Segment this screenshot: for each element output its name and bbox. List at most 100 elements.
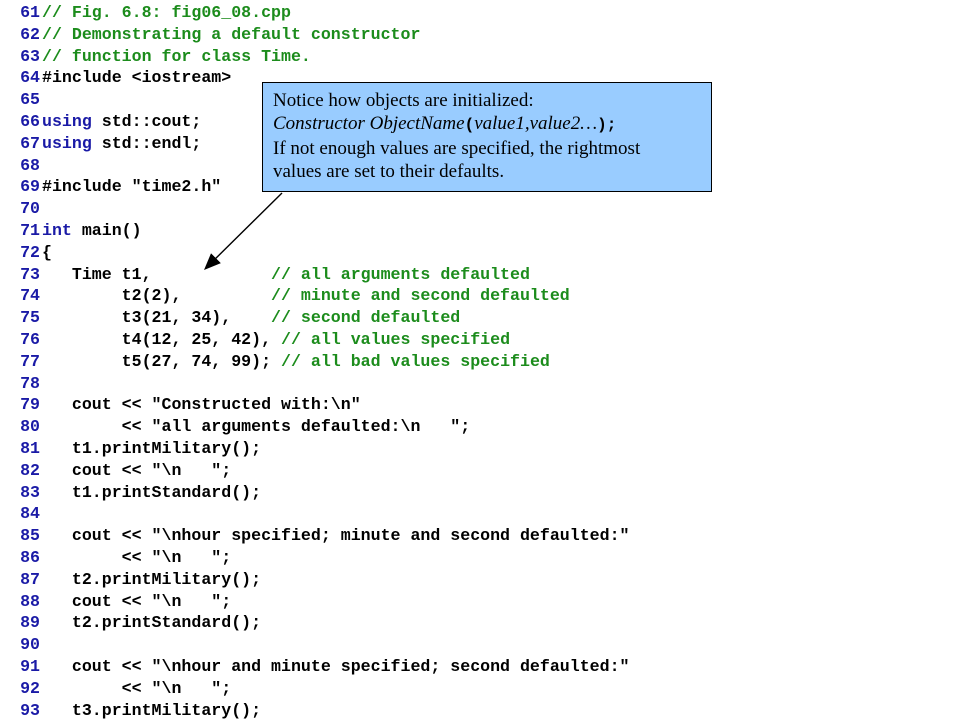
code-text: t4(12, 25, 42), — [42, 330, 281, 349]
code-line: 69#include "time2.h" — [0, 176, 960, 198]
line-number: 77 — [20, 351, 40, 371]
line-number: 70 — [20, 199, 40, 219]
code-line: 84 — [0, 503, 960, 525]
line-number: 62 — [20, 24, 40, 44]
arrow-line — [204, 192, 283, 270]
code-line: 88 cout << "\n "; — [0, 591, 960, 613]
code-comment: // Demonstrating a default constructor — [42, 24, 421, 44]
code-line: 83 t1.printStandard(); — [0, 482, 960, 504]
callout-syntax-text: Constructor ObjectName — [273, 113, 465, 134]
code-keyword: int — [42, 221, 72, 240]
line-number: 66 — [20, 112, 40, 131]
code-line: 63// function for class Time. — [0, 46, 960, 68]
code-line: 73 Time t1, // all arguments defaulted — [0, 264, 960, 286]
line-number: 73 — [20, 264, 40, 284]
line-number: 91 — [20, 657, 40, 676]
line-number: 72 — [20, 242, 40, 262]
line-number: 78 — [20, 373, 40, 393]
code-comment: // all bad values specified — [281, 351, 550, 371]
line-number: 75 — [20, 308, 40, 328]
line-number: 89 — [20, 613, 40, 633]
code-line: 85 cout << "\nhour specified; minute and… — [0, 525, 960, 547]
code-text: t2.printStandard(); — [42, 613, 262, 633]
line-number: 90 — [20, 635, 40, 655]
code-text: { — [42, 242, 52, 262]
code-line: 86 << "\n "; — [0, 547, 960, 569]
code-text: << "\n "; — [42, 548, 232, 567]
line-number: 88 — [20, 591, 40, 611]
code-line: 79 cout << "Constructed with:\n" — [0, 394, 960, 416]
code-line: 89 t2.printStandard(); — [0, 612, 960, 634]
code-comment: // all values specified — [281, 330, 511, 349]
code-line: 64#include <iostream> — [0, 67, 960, 89]
callout-line-3: If not enough values are specified, the … — [273, 138, 641, 159]
line-number: 83 — [20, 482, 40, 502]
code-line: 93 t3.printMilitary(); — [0, 700, 960, 722]
callout-values-text: value1,value2… — [474, 113, 598, 134]
code-text: Time t1, — [42, 264, 272, 284]
code-text: cout << "\n "; — [42, 591, 232, 611]
code-text: t1.printMilitary(); — [42, 439, 262, 458]
line-number: 92 — [20, 678, 40, 698]
code-text: std::endl; — [91, 133, 202, 153]
code-line: 72{ — [0, 242, 960, 264]
code-line: 82 cout << "\n "; — [0, 460, 960, 482]
line-number: 76 — [20, 330, 40, 349]
line-number: 71 — [20, 221, 40, 240]
callout-line-2: Constructor ObjectName(value1,value2…); — [273, 112, 701, 137]
line-number: 65 — [20, 90, 40, 110]
code-text: t3.printMilitary(); — [42, 700, 262, 720]
line-number: 85 — [20, 526, 40, 546]
code-line: 75 t3(21, 34), // second defaulted — [0, 307, 960, 329]
code-comment: // minute and second defaulted — [271, 286, 570, 306]
code-text: t1.printStandard(); — [42, 482, 262, 502]
callout-box: Notice how objects are initialized: Cons… — [262, 82, 712, 192]
line-number: 82 — [20, 460, 40, 480]
code-line: 91 cout << "\nhour and minute specified;… — [0, 656, 960, 678]
line-number: 74 — [20, 286, 40, 306]
code-line: 65 — [0, 89, 960, 111]
line-number: 64 — [20, 68, 40, 88]
code-comment: // function for class Time. — [42, 46, 311, 66]
line-number: 87 — [20, 569, 40, 589]
code-keyword: using — [42, 133, 92, 153]
callout-close-paren: ); — [597, 116, 617, 134]
code-line: 70 — [0, 198, 960, 220]
code-keyword: using — [42, 112, 92, 131]
code-text: t2(2), — [42, 286, 272, 306]
code-text: t5(27, 74, 99); — [42, 351, 281, 371]
line-number: 81 — [20, 439, 40, 458]
code-line: 92 << "\n "; — [0, 678, 960, 700]
code-text: #include <iostream> — [42, 68, 232, 88]
code-comment: // Fig. 6.8: fig06_08.cpp — [42, 3, 291, 22]
code-text: t3(21, 34), — [42, 308, 272, 328]
code-text: cout << "\n "; — [42, 460, 232, 480]
code-line: 61// Fig. 6.8: fig06_08.cpp — [0, 2, 960, 24]
line-number: 69 — [20, 177, 40, 197]
callout-line-1: Notice how objects are initialized: — [273, 90, 534, 111]
code-line: 77 t5(27, 74, 99); // all bad values spe… — [0, 351, 960, 373]
line-number: 67 — [20, 133, 40, 153]
code-line: 80 << "all arguments defaulted:\n "; — [0, 416, 960, 438]
code-text: std::cout; — [91, 112, 202, 131]
code-text: cout << "Constructed with:\n" — [42, 395, 361, 415]
line-number: 61 — [20, 3, 40, 22]
code-text: cout << "\nhour specified; minute and se… — [42, 526, 630, 546]
code-line: 62// Demonstrating a default constructor — [0, 24, 960, 46]
code-line: 78 — [0, 373, 960, 395]
line-number: 63 — [20, 46, 40, 66]
code-line: 87 t2.printMilitary(); — [0, 569, 960, 591]
line-number: 68 — [20, 155, 40, 175]
callout-line-4: values are set to their defaults. — [273, 161, 505, 182]
code-line: 81 t1.printMilitary(); — [0, 438, 960, 460]
code-comment: // all arguments defaulted — [271, 264, 530, 284]
code-line: 68 — [0, 155, 960, 177]
code-line: 74 t2(2), // minute and second defaulted — [0, 285, 960, 307]
code-comment: // second defaulted — [271, 308, 461, 328]
code-line: 90 — [0, 634, 960, 656]
line-number: 79 — [20, 395, 40, 415]
